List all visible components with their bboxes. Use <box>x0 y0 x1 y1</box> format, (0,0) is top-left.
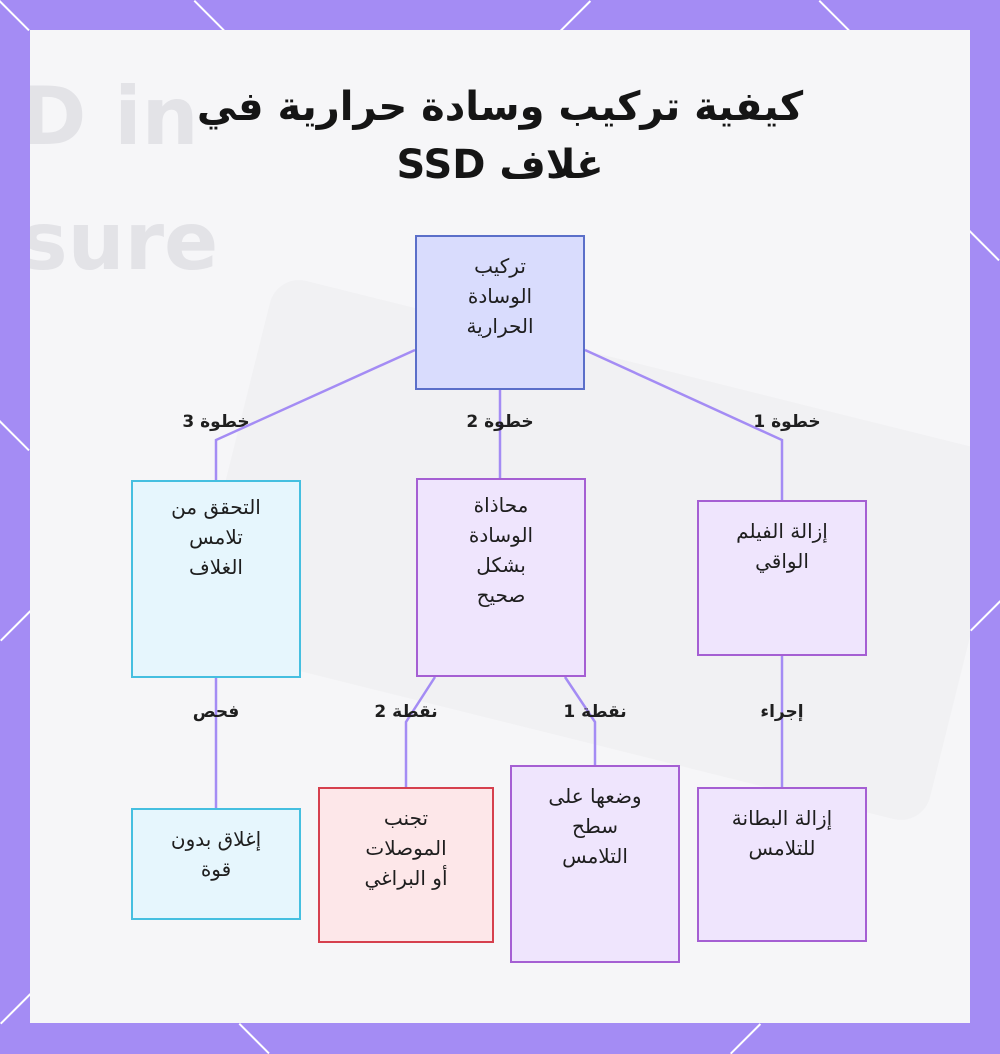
node-label: محاذاة الوسادة بشكل صحيح <box>468 493 534 607</box>
node-install-thermal-pad: تركيب الوسادة الحرارية <box>415 235 585 390</box>
edge-root-step3 <box>214 348 416 480</box>
edge-root-step1 <box>584 348 784 500</box>
edge-label-check: فحص <box>192 702 240 722</box>
edge-step2-point1 <box>563 676 597 765</box>
node-remove-liner: إزالة البطانة للتلامس <box>697 787 867 942</box>
node-remove-protective-film: إزالة الفيلم الواقي <box>697 500 867 656</box>
node-label: إغلاق بدون قوة <box>170 827 262 881</box>
node-avoid-connectors: تجنب الموصلات أو البراغي <box>318 787 494 943</box>
edge-label-step3: خطوة 3 <box>182 412 250 432</box>
edge-label-point1: نقطة 1 <box>563 702 627 722</box>
diagram-title: كيفية تركيب وسادة حرارية في غلاف SSD <box>0 78 1000 194</box>
edge-label-action: إجراء <box>760 702 804 722</box>
node-label: وضعها على سطح التلامس <box>548 784 642 868</box>
edge-label-step1: خطوة 1 <box>753 412 821 432</box>
node-label: التحقق من تلامس الغلاف <box>171 495 261 579</box>
node-label: تركيب الوسادة الحرارية <box>466 254 534 338</box>
title-line-2: غلاف SSD <box>396 142 604 188</box>
node-align-pad: محاذاة الوسادة بشكل صحيح <box>416 478 586 677</box>
node-close-without-force: إغلاق بدون قوة <box>131 808 301 920</box>
node-verify-enclosure-contact: التحقق من تلامس الغلاف <box>131 480 301 678</box>
node-label: إزالة البطانة للتلامس <box>731 806 833 860</box>
edge-label-point2: نقطة 2 <box>374 702 438 722</box>
node-label: إزالة الفيلم الواقي <box>736 519 828 573</box>
edge-step2-point2 <box>404 676 437 787</box>
title-line-1: كيفية تركيب وسادة حرارية في <box>196 84 804 130</box>
edge-label-step2: خطوة 2 <box>466 412 534 432</box>
node-place-on-contact-surface: وضعها على سطح التلامس <box>510 765 680 963</box>
background-text: D in <box>30 70 199 163</box>
node-label: تجنب الموصلات أو البراغي <box>364 806 448 890</box>
background-text: sure <box>30 195 219 288</box>
